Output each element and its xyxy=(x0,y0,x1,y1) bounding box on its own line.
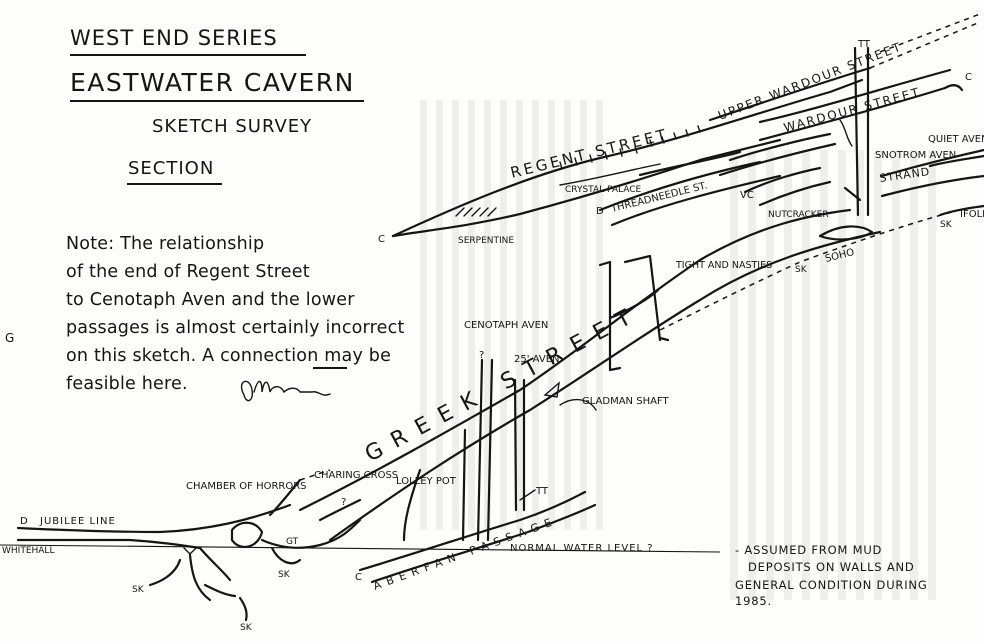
marker-sk: SK xyxy=(940,220,953,230)
label-strand: STRAND xyxy=(879,165,931,185)
label-chamber-of-horrors: CHAMBER OF HORRORS xyxy=(186,481,307,492)
greek-street-passage xyxy=(298,186,882,542)
subtitle: SKETCH SURVEY xyxy=(152,116,313,137)
assumption-line: DEPOSITS ON WALLS AND xyxy=(748,560,915,574)
label-jubilee-line: JUBILEE LINE xyxy=(39,516,116,527)
title-cave: EASTWATER CAVERN xyxy=(70,68,355,97)
marker-c: C xyxy=(965,72,972,83)
label-tight-and-nasties: TIGHT AND NASTIES xyxy=(675,260,772,271)
marker-d: D xyxy=(596,206,604,217)
marker-sk: SK xyxy=(132,585,145,595)
label-normal-water-level: NORMAL WATER LEVEL ? xyxy=(510,543,654,554)
aberfan-passage xyxy=(358,489,597,584)
title-cave-underline xyxy=(70,100,364,102)
view-underline xyxy=(127,183,222,185)
marker-question: ? xyxy=(341,497,346,508)
signature xyxy=(240,380,331,402)
label-ifold: IFOLD xyxy=(960,209,984,220)
serpentine-hatching xyxy=(455,207,497,217)
marker-c: C xyxy=(378,234,385,245)
label-gladman-shaft: GLADMAN SHAFT xyxy=(582,396,670,407)
assumption-line: - ASSUMED FROM MUD xyxy=(735,543,883,557)
jubilee-line-and-lower-chambers xyxy=(16,469,362,622)
note-line: on this sketch. A connection may be xyxy=(66,346,392,366)
soho-passage xyxy=(659,204,984,331)
label-lolley-pot: LOLLEY POT xyxy=(396,476,457,487)
label-snotrom-aven: SNOTROM AVEN xyxy=(875,150,956,161)
note-line: passages is almost certainly incorrect xyxy=(66,318,405,338)
regent-street-passage xyxy=(391,78,864,238)
emphasis-underline xyxy=(313,367,347,369)
avens-and-shafts xyxy=(402,358,597,542)
title-series-underline xyxy=(70,54,306,56)
survey-markers: C C C D D TT TT SK SK SK SK SK ? ? G xyxy=(5,39,972,633)
marker-question: ? xyxy=(479,350,484,361)
assumption-line: GENERAL CONDITION DURING xyxy=(735,578,928,592)
label-wardour-street: WARDOUR STREET xyxy=(782,85,922,135)
label-soho: SOHO xyxy=(824,247,856,265)
marker-d: D xyxy=(20,516,28,527)
label-nutcracker: NUTCRACKER xyxy=(768,210,829,220)
marker-sk: SK xyxy=(278,570,291,580)
note-line: feasible here. xyxy=(66,374,188,394)
label-vc: VC xyxy=(740,190,754,201)
threadneedle-street-passage xyxy=(598,148,984,227)
note-line: of the end of Regent Street xyxy=(66,262,310,282)
title-series: WEST END SERIES xyxy=(70,26,278,50)
label-crystal-palace: CRYSTAL PALACE xyxy=(565,185,642,195)
label-whitehall: WHITEHALL xyxy=(2,546,54,556)
normal-water-level xyxy=(0,544,721,555)
marker-sk: SK xyxy=(795,265,808,275)
wardour-street-passages xyxy=(708,13,981,217)
marker-c: C xyxy=(355,572,362,583)
label-cenotaph-aven: CENOTAPH AVEN xyxy=(464,320,548,331)
view-label: SECTION xyxy=(128,158,215,179)
note-line: Note: The relationship xyxy=(66,234,265,254)
label-charing-cross: CHARING CROSS xyxy=(314,470,398,481)
marker-sk: SK xyxy=(240,623,253,633)
marker-tt: TT xyxy=(535,486,549,497)
label-gt: GT xyxy=(286,537,299,547)
marker-tt: TT xyxy=(857,39,871,50)
label-serpentine: SERPENTINE xyxy=(458,236,514,246)
assumption-line: 1985. xyxy=(735,594,772,608)
label-25-aven: 25' AVEN xyxy=(514,354,560,365)
note-line: to Cenotaph Aven and the lower xyxy=(66,290,355,310)
passage-labels: REGENT STREET UPPER WARDOUR STREET WARDO… xyxy=(2,39,984,592)
margin-mark: G xyxy=(5,331,14,345)
label-quiet-aven: QUIET AVEN xyxy=(928,134,984,145)
